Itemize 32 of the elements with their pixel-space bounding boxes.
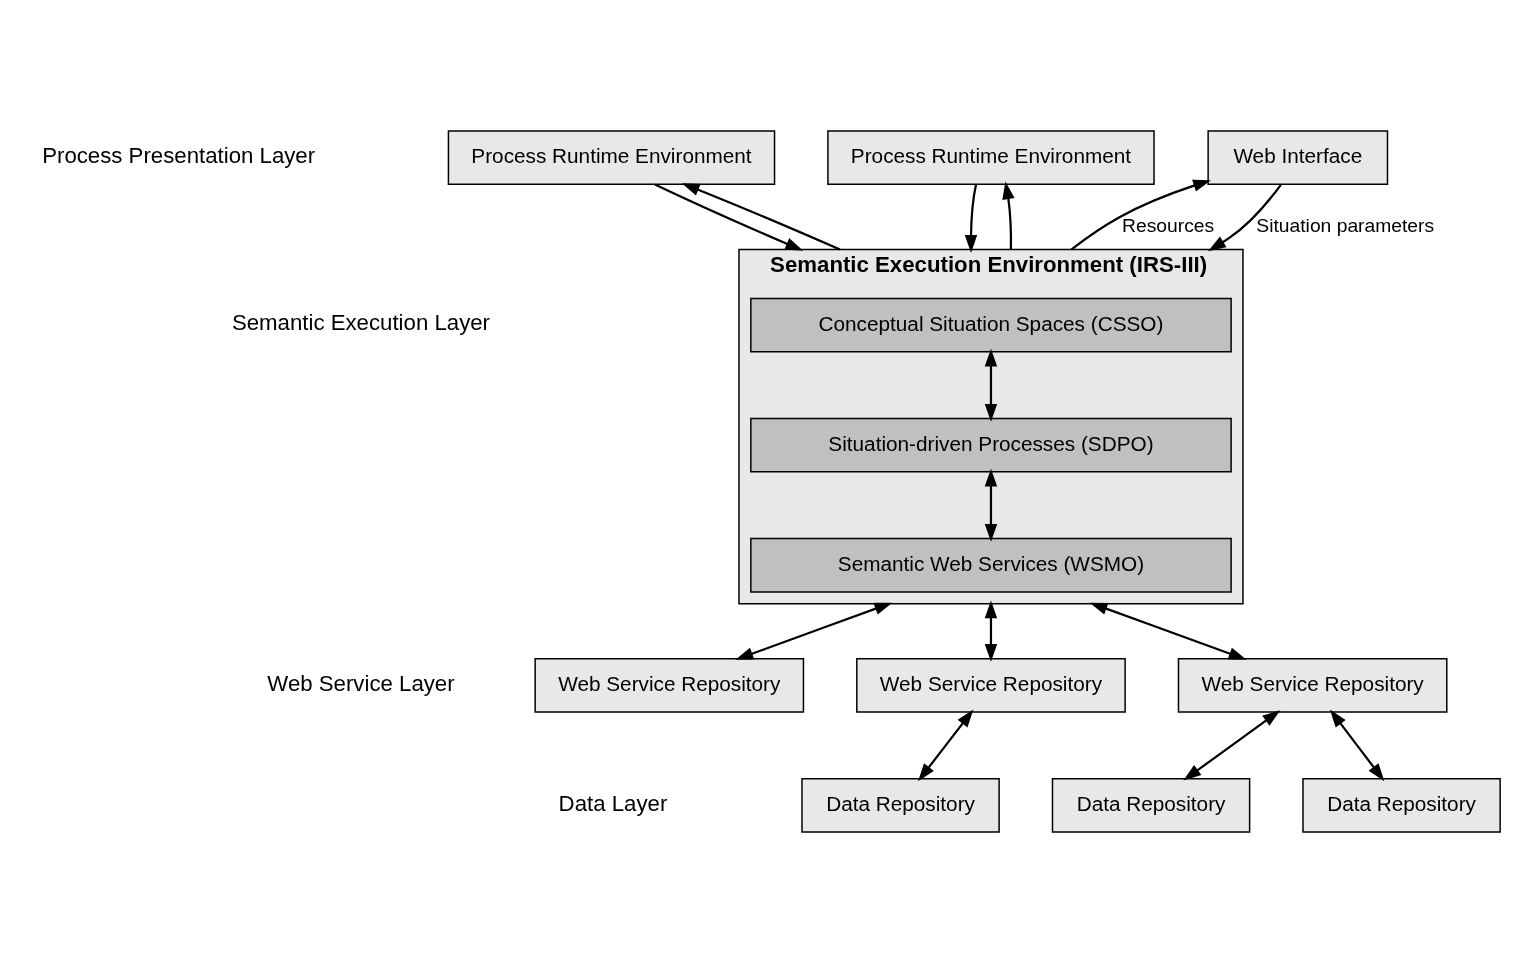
arrow — [681, 182, 841, 251]
node-box: Data Repository — [1051, 777, 1251, 833]
node-box: Situation-driven Processes (SDPO) — [750, 417, 1232, 473]
label: Process Presentation Layer — [42, 142, 316, 168]
node-box: Web Service Repository — [856, 657, 1126, 713]
node-box: Web Interface — [1207, 129, 1389, 185]
arrow — [735, 602, 893, 660]
arrow — [1208, 183, 1282, 251]
arrow — [964, 184, 978, 253]
edge-label: Resources — [1122, 214, 1215, 236]
node-box: Data Repository — [801, 777, 1000, 833]
node-box: Web Service Repository — [534, 657, 805, 713]
arrow — [654, 182, 804, 251]
label: Semantic Execution Layer — [231, 309, 491, 335]
arrow — [1002, 181, 1015, 250]
edge-label: Situation parameters — [1256, 214, 1435, 236]
label: Web Service Layer — [267, 670, 455, 696]
node-box: Semantic Web Services (WSMO) — [750, 537, 1232, 593]
node-box: Web Service Repository — [1177, 657, 1448, 713]
arrow — [918, 709, 974, 781]
arrow — [984, 599, 998, 662]
node-box: Data Repository — [1302, 777, 1501, 833]
arrow — [984, 468, 998, 542]
arrow — [1089, 602, 1247, 660]
node-box: Process Runtime Environment — [447, 129, 776, 185]
node-box: Process Runtime Environment — [827, 129, 1155, 185]
arrow — [1183, 709, 1281, 780]
node-box: Conceptual Situation Spaces (CSSO) — [750, 297, 1232, 353]
label: Data Layer — [558, 790, 668, 816]
arrow — [984, 348, 998, 422]
arrow — [1329, 709, 1385, 781]
arrow — [1070, 179, 1211, 250]
